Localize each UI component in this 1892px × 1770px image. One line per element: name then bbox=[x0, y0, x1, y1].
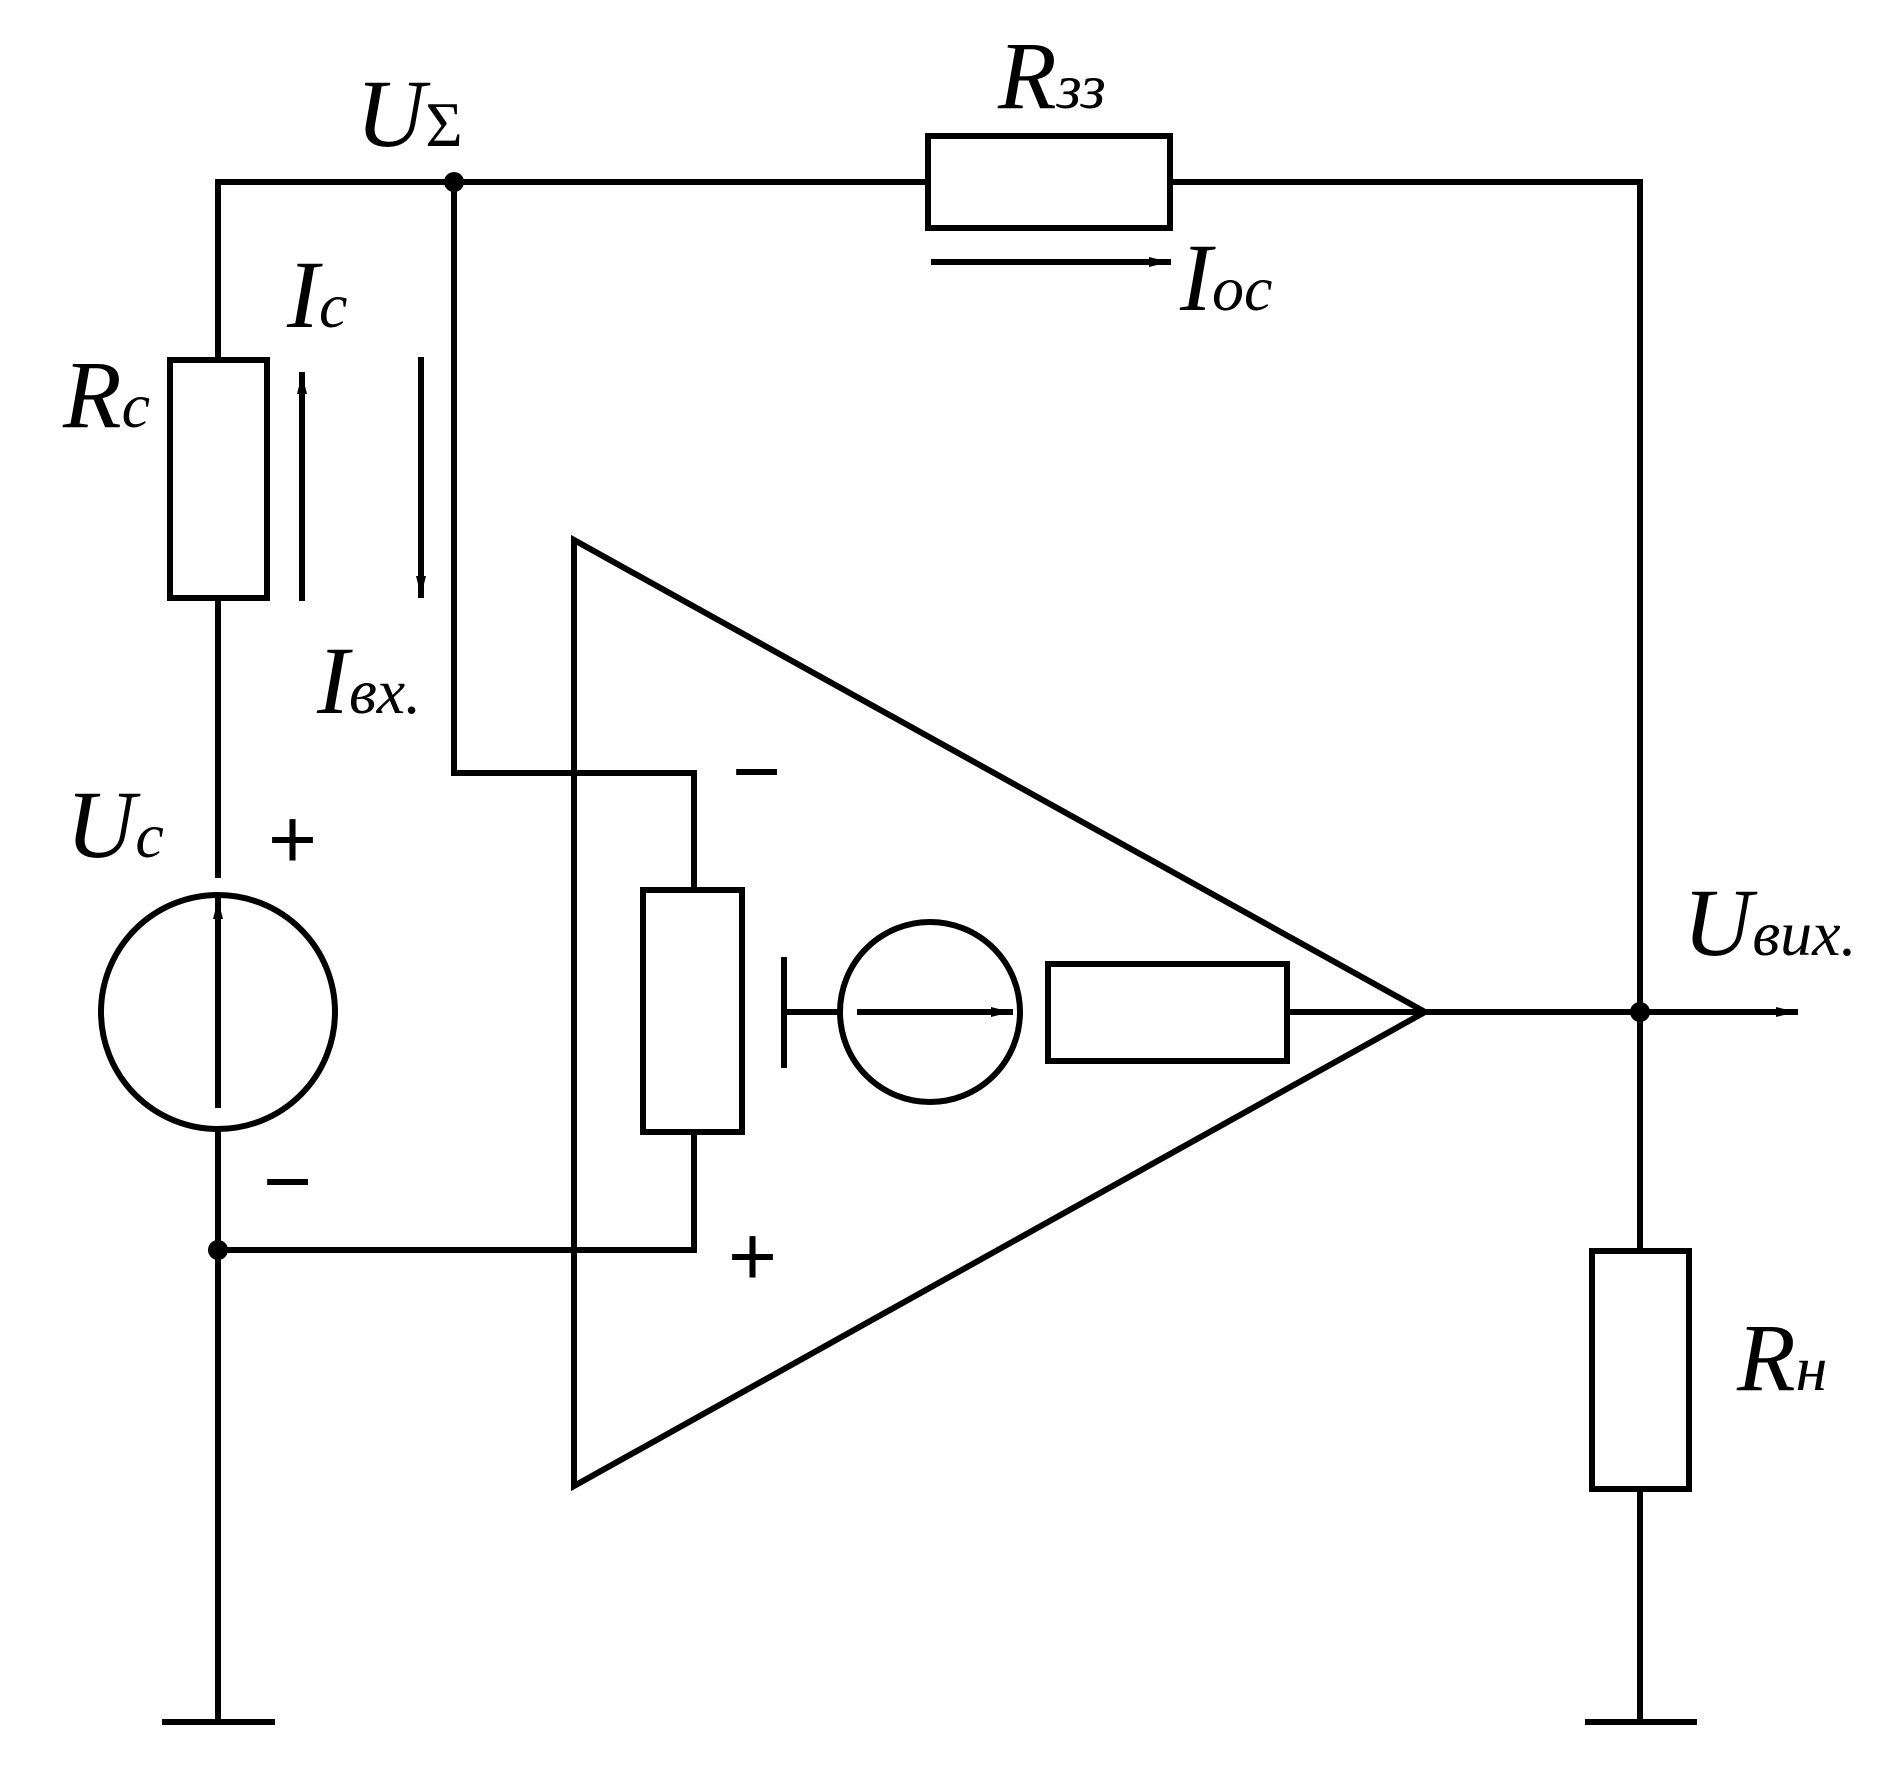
top-left-wire bbox=[215, 179, 931, 878]
source-plus-sign: + bbox=[268, 792, 317, 886]
node-u-sum bbox=[444, 172, 464, 192]
resistor-opamp-output bbox=[1045, 961, 1290, 1064]
resistor-r-source bbox=[167, 357, 270, 601]
resistor-opamp-input bbox=[640, 887, 745, 1135]
label-i-feedback: Iос bbox=[1179, 224, 1272, 331]
label-u-sum: UΣ bbox=[356, 60, 463, 167]
label-u-source: Uс bbox=[66, 771, 164, 878]
label-i-source: Iс bbox=[286, 241, 347, 348]
source-minus-sign: − bbox=[263, 1134, 312, 1228]
label-i-input: Iвх. bbox=[316, 627, 421, 734]
label-r-source: Rс bbox=[62, 341, 150, 448]
label-u-output: Uвих. bbox=[1683, 869, 1857, 976]
resistor-r-feedback bbox=[925, 133, 1173, 231]
label-r-feedback: Rзз bbox=[997, 22, 1106, 129]
node-ground-left bbox=[208, 1240, 228, 1260]
node-output bbox=[1630, 1002, 1650, 1022]
opamp-noninverting-sign: + bbox=[728, 1209, 777, 1303]
resistor-r-load bbox=[1589, 1248, 1692, 1492]
label-r-load: Rн bbox=[1736, 1304, 1827, 1411]
top-right-wire bbox=[1167, 179, 1643, 1253]
opamp-triangle bbox=[571, 534, 1432, 1492]
noninverting-input-wire bbox=[215, 1130, 697, 1253]
opamp-inverting-sign: − bbox=[732, 724, 781, 818]
